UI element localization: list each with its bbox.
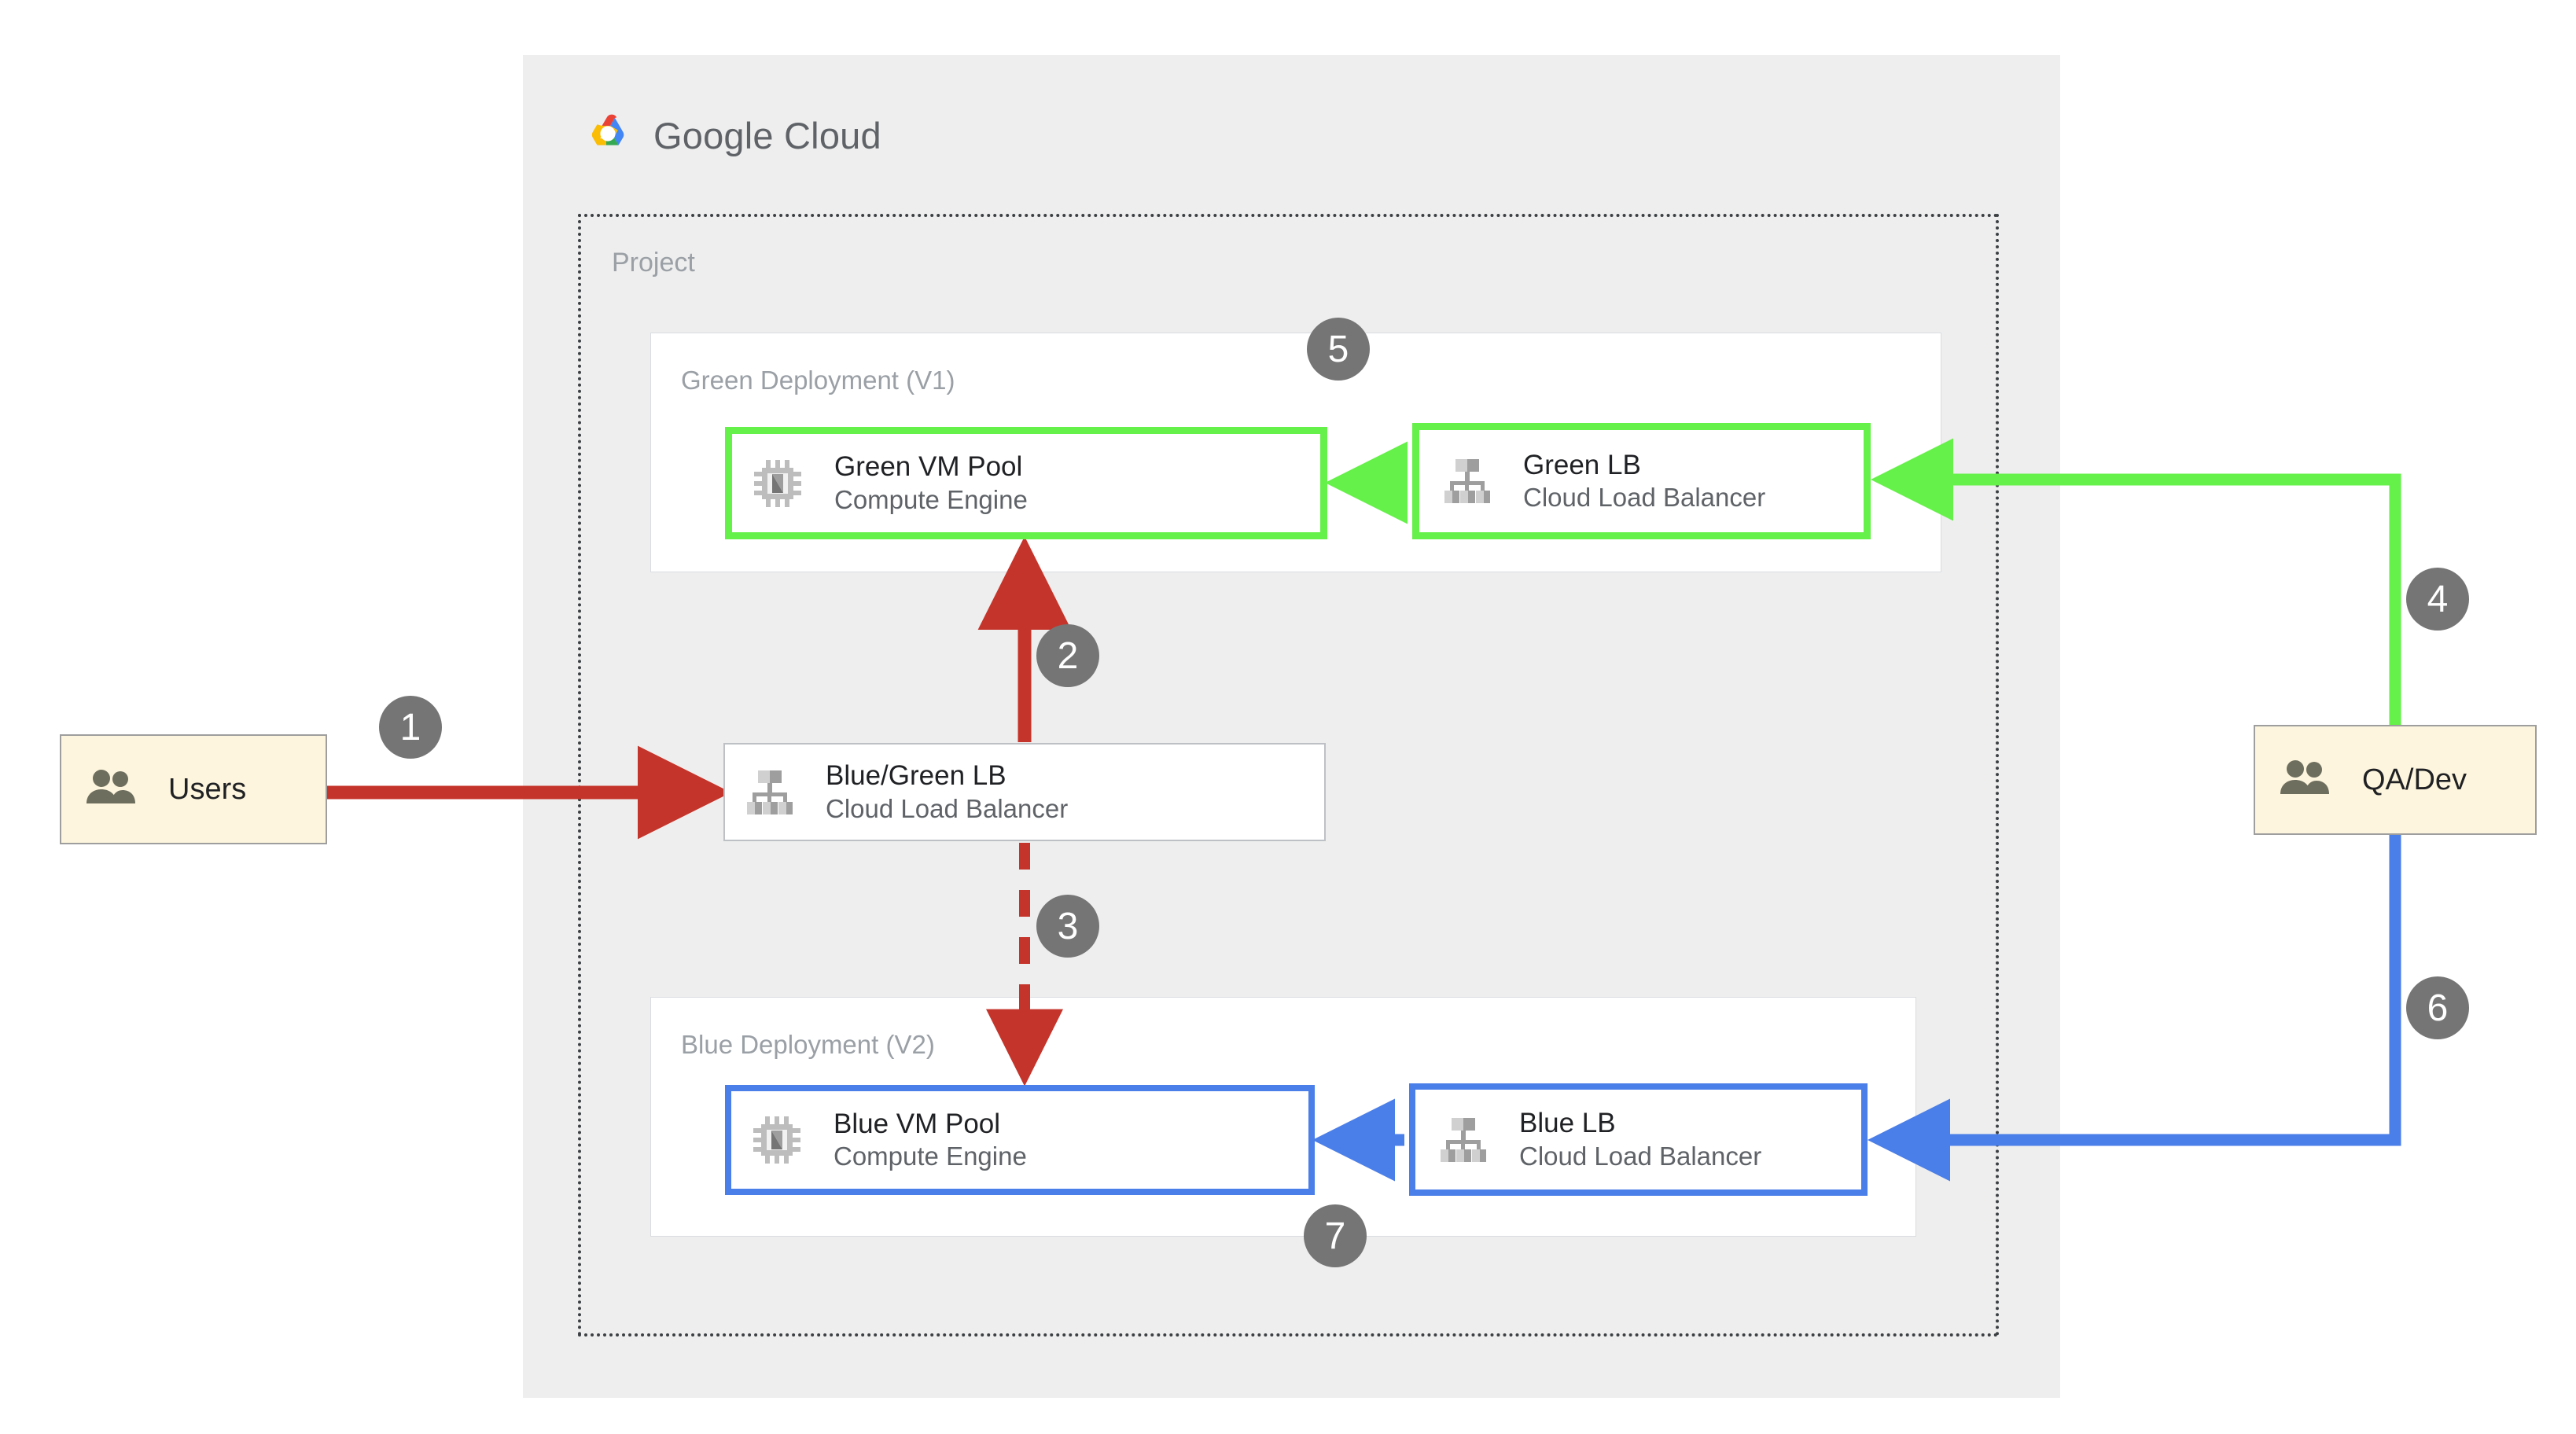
step-badge-5: 5	[1307, 318, 1370, 381]
green-deployment-title: Green Deployment (V1)	[681, 366, 955, 395]
step-badge-6: 6	[2406, 976, 2469, 1039]
project-label: Project	[612, 248, 695, 278]
step-badge-7: 7	[1304, 1204, 1367, 1267]
google-cloud-logo-icon	[578, 110, 638, 160]
node-title: Blue LB	[1519, 1108, 1616, 1139]
actor-qa-dev[interactable]: QA/Dev	[2254, 725, 2537, 835]
node-service: Compute Engine	[834, 484, 1028, 514]
load-balancer-icon	[1439, 1116, 1488, 1164]
project-boundary	[578, 214, 1999, 1337]
google-cloud-wordmark: Google Cloud	[653, 114, 881, 156]
node-blue-lb[interactable]: Blue LB Cloud Load Balancer	[1409, 1083, 1868, 1196]
step-badge-4: 4	[2406, 568, 2469, 631]
node-service: Compute Engine	[834, 1142, 1027, 1171]
blue-deployment-title: Blue Deployment (V2)	[681, 1030, 935, 1059]
cpu-chip-icon	[752, 1115, 802, 1165]
node-blue-vm-pool[interactable]: Blue VM Pool Compute Engine	[725, 1085, 1315, 1195]
node-service: Cloud Load Balancer	[1519, 1141, 1762, 1171]
step-badge-1: 1	[379, 696, 442, 759]
actor-label: QA/Dev	[2362, 763, 2467, 796]
google-cloud-logo-row: Google Cloud	[578, 110, 881, 160]
step-badge-3: 3	[1036, 895, 1099, 958]
node-green-vm-pool[interactable]: Green VM Pool Compute Engine	[725, 427, 1327, 539]
node-service: Cloud Load Balancer	[1523, 483, 1766, 513]
node-green-lb[interactable]: Green LB Cloud Load Balancer	[1412, 423, 1871, 539]
actor-label: Users	[168, 772, 247, 806]
node-title: Blue VM Pool	[834, 1108, 1001, 1139]
node-title: Green LB	[1523, 449, 1641, 480]
load-balancer-icon	[1443, 458, 1492, 505]
node-service: Cloud Load Balancer	[826, 793, 1069, 823]
people-icon	[85, 769, 140, 811]
step-badge-2: 2	[1036, 624, 1099, 687]
load-balancer-icon	[745, 769, 794, 816]
node-blue-green-lb[interactable]: Blue/Green LB Cloud Load Balancer	[723, 743, 1326, 841]
node-title: Blue/Green LB	[826, 760, 1006, 792]
people-icon	[2279, 759, 2334, 801]
node-title: Green VM Pool	[834, 451, 1023, 483]
actor-users[interactable]: Users	[60, 734, 327, 844]
cpu-chip-icon	[753, 458, 803, 509]
